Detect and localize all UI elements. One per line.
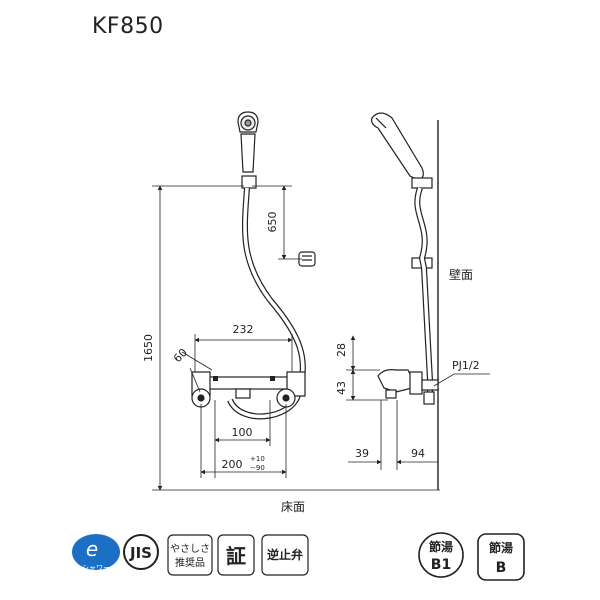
dim-43: 43 bbox=[335, 381, 348, 395]
svg-text:B: B bbox=[496, 560, 507, 576]
svg-text:証: 証 bbox=[226, 544, 246, 568]
svg-text:e: e bbox=[86, 537, 98, 561]
front-dimensions bbox=[152, 185, 440, 491]
side-dimensions bbox=[346, 335, 490, 470]
svg-text:B1: B1 bbox=[431, 557, 451, 573]
svg-text:やさしさ: やさしさ bbox=[170, 543, 210, 555]
svg-text:JIS: JIS bbox=[129, 544, 152, 562]
dim-100: 100 bbox=[232, 426, 253, 439]
shower-head-front bbox=[237, 111, 259, 173]
svg-text:シャワー: シャワー bbox=[82, 564, 110, 572]
svg-text:節湯: 節湯 bbox=[429, 539, 453, 554]
svg-text:推奨品: 推奨品 bbox=[175, 556, 205, 569]
front-view bbox=[191, 111, 316, 420]
water-saving-b-badge: 節湯 B bbox=[477, 533, 525, 581]
kindness-badge: やさしさ 推奨品 bbox=[167, 534, 213, 576]
eco-shower-badge: e シャワー bbox=[72, 534, 120, 572]
faucet-body-side bbox=[377, 369, 439, 405]
hook-holder-front bbox=[241, 175, 257, 189]
dim-200-tol-upper: +10 bbox=[250, 455, 265, 463]
dim-28: 28 bbox=[335, 343, 348, 357]
svg-text:節湯: 節湯 bbox=[489, 540, 513, 555]
check-valve-badge: 逆止弁 bbox=[261, 534, 309, 576]
dim-200: 200 bbox=[222, 458, 243, 471]
dim-39: 39 bbox=[355, 447, 369, 460]
certified-badge: 証 bbox=[217, 534, 255, 576]
dim-200-tol-lower: −90 bbox=[250, 464, 265, 472]
faucet-body-front bbox=[191, 371, 306, 408]
wall-hook-front bbox=[298, 251, 316, 267]
dim-1650: 1650 bbox=[142, 334, 155, 362]
page-title: KF850 bbox=[92, 14, 164, 39]
dim-650: 650 bbox=[266, 212, 279, 233]
water-saving-b1-badge: 節湯 B1 bbox=[418, 532, 464, 578]
pipe-thread-label: PJ1/2 bbox=[452, 359, 480, 372]
dim-94: 94 bbox=[411, 447, 425, 460]
svg-text:逆止弁: 逆止弁 bbox=[267, 547, 303, 562]
jis-badge: JIS bbox=[123, 534, 159, 570]
wall-label: 壁面 bbox=[449, 267, 473, 282]
shower-head-side bbox=[371, 112, 424, 181]
side-view bbox=[371, 112, 439, 490]
floor-label: 床面 bbox=[281, 500, 305, 514]
dim-232: 232 bbox=[233, 323, 254, 336]
dim-60: 60 bbox=[171, 346, 190, 365]
